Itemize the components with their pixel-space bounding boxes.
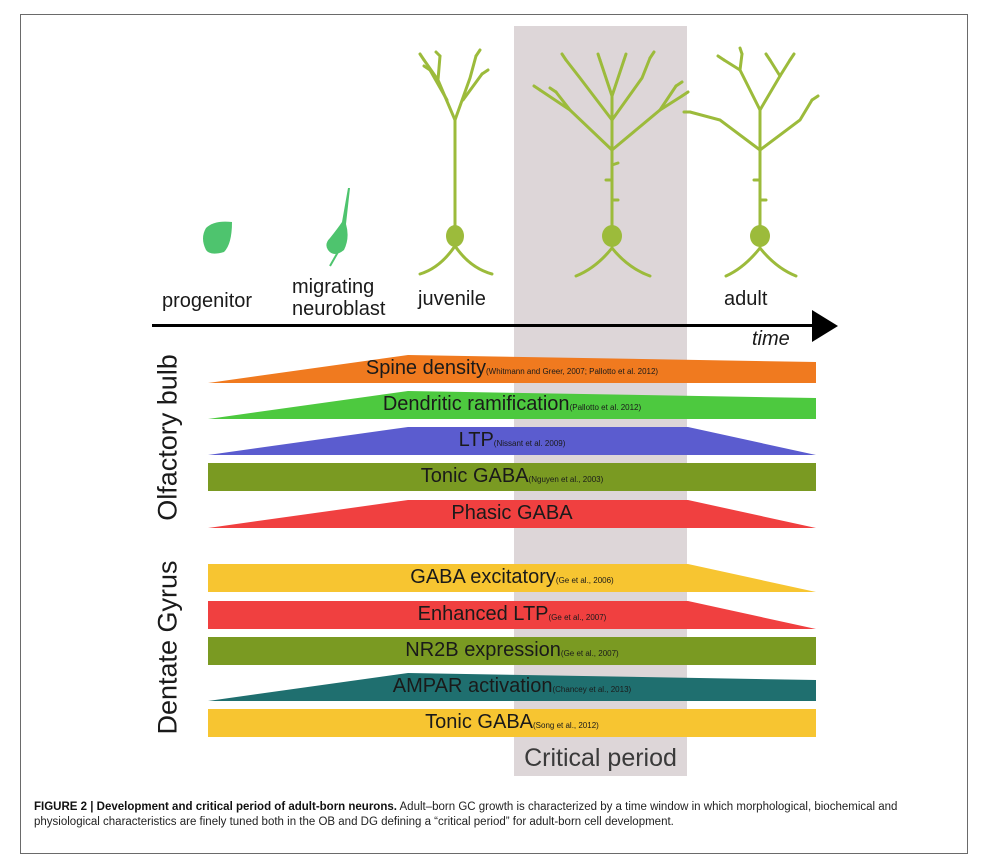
feature-bar-label: Enhanced LTP(Ge et al., 2007)	[208, 603, 816, 626]
stage-adult: adult	[724, 288, 768, 310]
time-axis-arrowhead	[812, 310, 838, 342]
time-axis-label: time	[752, 328, 790, 350]
feature-bar: Tonic GABA(Nguyen et al., 2003)	[208, 463, 816, 491]
feature-bar-shape	[208, 427, 816, 455]
feature-reference: (Nguyen et al., 2003)	[528, 475, 604, 484]
feature-name: AMPAR activation	[392, 675, 553, 697]
region-dentate-gyrus: Dentate Gyrus	[152, 560, 183, 735]
feature-bar-shape	[208, 355, 816, 383]
feature-bar: Tonic GABA(Song et al., 2012)	[208, 709, 816, 737]
progenitor-cell	[203, 221, 232, 254]
feature-reference: (Pallotto et al. 2012)	[569, 403, 642, 412]
stage-migrating-line2: neuroblast	[292, 298, 386, 320]
feature-name: Dendritic ramification	[382, 393, 570, 415]
feature-bar-shape	[208, 500, 816, 528]
feature-bar-label: Dendritic ramification(Pallotto et al. 2…	[208, 393, 816, 416]
feature-bar: NR2B expression(Ge et al., 2007)	[208, 637, 816, 665]
region-olfactory-bulb: Olfactory bulb	[152, 354, 183, 521]
feature-bar-label: NR2B expression(Ge et al., 2007)	[208, 639, 816, 662]
adult-neuron	[682, 46, 820, 278]
feature-bar-label: Tonic GABA(Nguyen et al., 2003)	[208, 465, 816, 488]
feature-bar-label: LTP(Nissant et al. 2009)	[208, 429, 816, 452]
feature-bar-shape	[208, 564, 816, 592]
critical-period-neuron	[532, 50, 690, 278]
feature-name: LTP	[458, 429, 494, 451]
juvenile-neuron	[418, 48, 494, 276]
feature-name: Enhanced LTP	[417, 603, 549, 625]
feature-bar: Enhanced LTP(Ge et al., 2007)	[208, 601, 816, 629]
caption-body: Adult–born GC growth is characterized by…	[34, 801, 898, 828]
neuron-illustrations	[203, 46, 820, 278]
feature-reference: (Ge et al., 2007)	[560, 649, 619, 658]
feature-bar-shape	[208, 637, 816, 665]
feature-reference: (Nissant et al. 2009)	[493, 439, 566, 448]
feature-bar-label: Phasic GABA	[208, 502, 816, 525]
feature-bar-shape	[208, 673, 816, 701]
stage-migrating-line1: migrating	[292, 276, 375, 298]
figure-caption: FIGURE 2 | Development and critical peri…	[34, 800, 954, 830]
feature-name: Spine density	[365, 357, 486, 379]
migrating-neuroblast-cell	[326, 188, 350, 267]
feature-bar-shape	[208, 391, 816, 419]
feature-reference: (Chancey et al., 2013)	[552, 685, 632, 694]
time-axis	[152, 324, 820, 327]
stage-juvenile: juvenile	[418, 288, 486, 310]
feature-reference: (Whitmann and Greer, 2007; Pallotto et a…	[485, 367, 659, 376]
feature-name: Tonic GABA	[425, 711, 533, 733]
feature-bar-label: Spine density(Whitmann and Greer, 2007; …	[208, 357, 816, 380]
feature-bar-label: Tonic GABA(Song et al., 2012)	[208, 711, 816, 734]
feature-bar: Spine density(Whitmann and Greer, 2007; …	[208, 355, 816, 383]
feature-bar: Dendritic ramification(Pallotto et al. 2…	[208, 391, 816, 419]
feature-reference: (Ge et al., 2006)	[555, 576, 614, 585]
critical-period-label: Critical period	[524, 744, 677, 772]
feature-name: GABA excitatory	[410, 566, 556, 588]
stage-progenitor: progenitor	[162, 290, 253, 312]
feature-name: Phasic GABA	[451, 502, 573, 524]
feature-bar: Phasic GABA	[208, 500, 816, 528]
feature-reference: (Song et al., 2012)	[533, 721, 599, 730]
feature-bar: GABA excitatory(Ge et al., 2006)	[208, 564, 816, 592]
caption-title: FIGURE 2 | Development and critical peri…	[34, 801, 397, 813]
feature-name: Tonic GABA	[420, 465, 529, 487]
feature-bar-shape	[208, 463, 816, 491]
feature-bar-label: GABA excitatory(Ge et al., 2006)	[208, 566, 816, 589]
feature-bar: AMPAR activation(Chancey et al., 2013)	[208, 673, 816, 701]
feature-name: NR2B expression	[405, 639, 561, 661]
feature-bar-shape	[208, 709, 816, 737]
feature-reference: (Ge et al., 2007)	[548, 613, 607, 622]
feature-bar: LTP(Nissant et al. 2009)	[208, 427, 816, 455]
feature-bar-shape	[208, 601, 816, 629]
feature-bar-label: AMPAR activation(Chancey et al., 2013)	[208, 675, 816, 698]
